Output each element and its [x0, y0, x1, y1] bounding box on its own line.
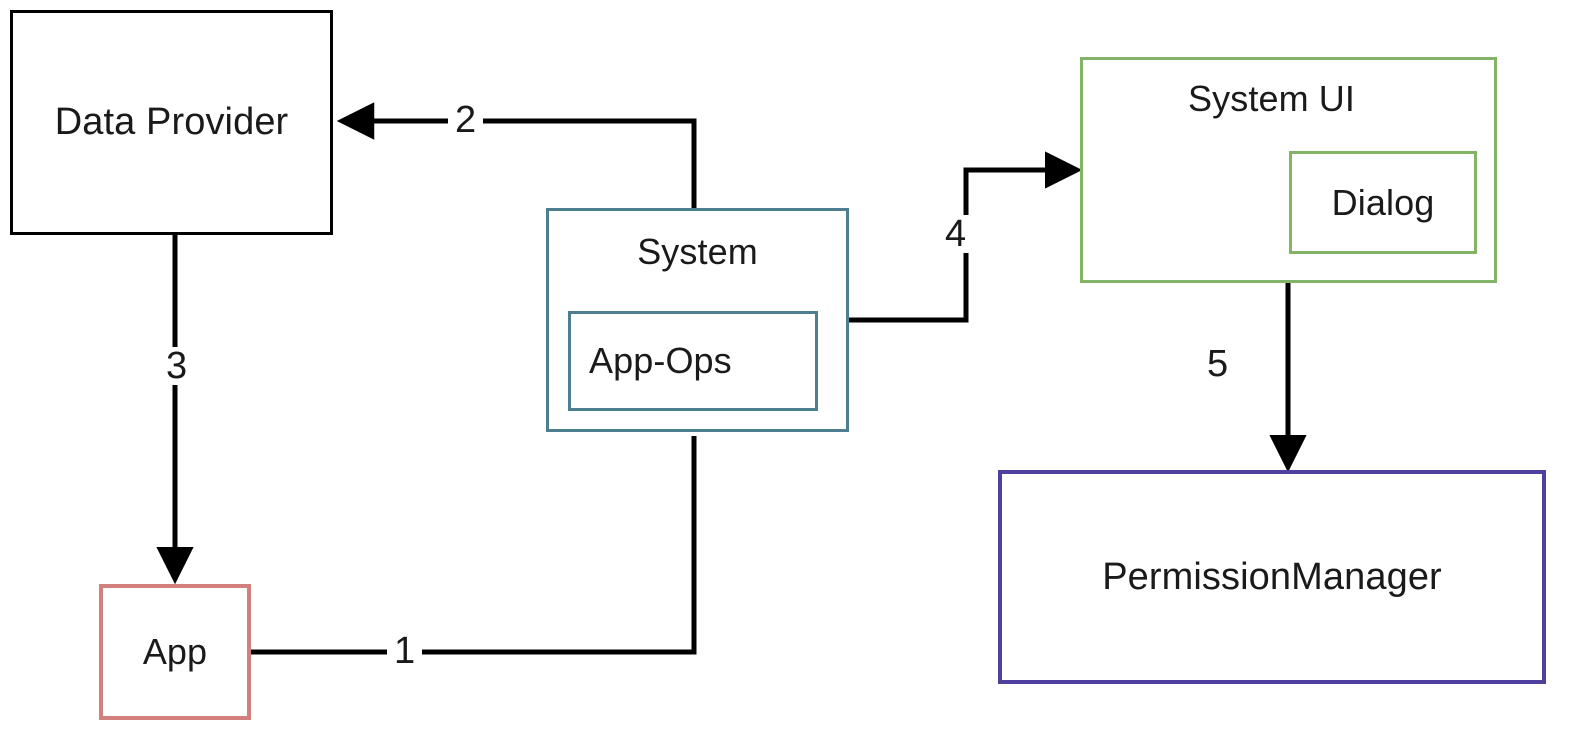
node-system-label: System — [637, 231, 758, 272]
edge-label-4: 4 — [938, 215, 974, 253]
edge-label-3: 3 — [159, 347, 195, 385]
node-app-label: App — [142, 631, 208, 672]
edge-label-1: 1 — [387, 632, 423, 670]
node-system-ui-label: System UI — [1188, 78, 1355, 119]
edge-1-path — [251, 436, 697, 655]
node-app-ops-label: App-Ops — [589, 340, 732, 381]
edge-label-5: 5 — [1200, 345, 1236, 383]
edge-2-path — [336, 102, 697, 208]
node-data-provider-label: Data Provider — [54, 101, 289, 143]
node-app[interactable]: App — [99, 584, 251, 720]
edge-label-2: 2 — [448, 101, 484, 139]
node-app-ops[interactable]: App-Ops — [568, 311, 818, 411]
node-permission-manager-label: PermissionManager — [1102, 555, 1442, 598]
node-dialog-label: Dialog — [1331, 181, 1435, 223]
node-dialog[interactable]: Dialog — [1289, 151, 1477, 254]
node-data-provider[interactable]: Data Provider — [10, 10, 333, 235]
node-permission-manager[interactable]: PermissionManager — [998, 470, 1546, 684]
